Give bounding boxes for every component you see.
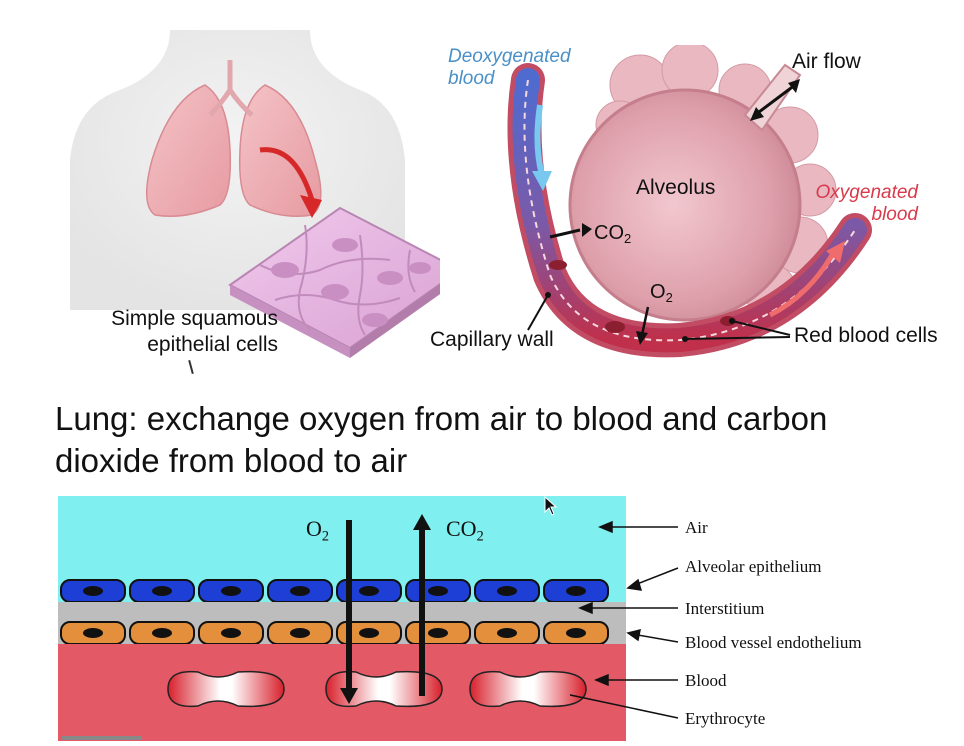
bottom-co2-subscript: 2 (476, 528, 484, 545)
label-blood-text: Blood (685, 671, 727, 690)
red-blood-cells-label: Red blood cells (794, 324, 938, 348)
epithelial-label-text: Simple squamous epithelial cells (111, 307, 278, 356)
label-endothelium-text: Blood vessel endothelium (685, 633, 862, 652)
endothelium-layer (60, 621, 609, 645)
capillary-wall-label: Capillary wall (430, 328, 554, 352)
mouse-cursor-icon (544, 496, 558, 516)
caption-body: Lung: exchange oxygen from air to blood … (55, 400, 828, 479)
label-air: Air (685, 518, 708, 538)
alveolus-illustration (507, 45, 872, 358)
o2-label: O2 (650, 281, 673, 305)
zoom-arrow (259, 147, 315, 201)
label-alveolar-epithelium-text: Alveolar epithelium (685, 557, 822, 576)
rbc-text: Red blood cells (794, 324, 938, 347)
erythrocytes (167, 670, 587, 708)
o2-text: O (650, 281, 666, 303)
epithelial-tile (228, 206, 440, 358)
cropped-heading-glyphs (160, 0, 630, 12)
oxygenated-label: Oxygenated blood (800, 182, 918, 226)
co2-label: CO2 (594, 222, 631, 246)
lungs-illustration (70, 30, 440, 358)
o2-subscript: 2 (665, 289, 673, 305)
label-air-text: Air (685, 518, 708, 537)
capillary-wall-text: Capillary wall (430, 328, 554, 351)
interstitium-layer (58, 602, 626, 622)
bottom-co2-text: CO (446, 516, 477, 541)
alveolus-text: Alveolus (636, 176, 716, 199)
label-erythrocyte: Erythrocyte (685, 709, 765, 729)
cropped-heading (160, 0, 630, 12)
airflow-arrow (750, 79, 800, 121)
label-interstitium: Interstitium (685, 599, 764, 619)
oxygenated-text: Oxygenated blood (815, 182, 918, 225)
left-lung (146, 84, 232, 217)
airflow-text: Air flow (792, 50, 861, 73)
airflow-label: Air flow (792, 50, 861, 74)
deoxygenated-label: Deoxygenated blood (448, 46, 588, 90)
caption-text: Lung: exchange oxygen from air to blood … (55, 398, 935, 482)
label-interstitium-text: Interstitium (685, 599, 765, 618)
layer-leader-lines (570, 520, 679, 719)
label-alveolar-epithelium: Alveolar epithelium (685, 557, 821, 577)
alveolus-sac (568, 88, 802, 322)
alveolus-label: Alveolus (636, 176, 715, 200)
label-blood-vessel-endothelium: Blood vessel endothelium (685, 633, 862, 653)
deoxygenated-text: Deoxygenated blood (448, 46, 571, 89)
bottom-o2-label: O2 (306, 516, 329, 545)
co2-subscript: 2 (624, 230, 632, 246)
label-erythrocyte-text: Erythrocyte (685, 709, 766, 728)
air-layer (58, 496, 626, 580)
gas-exchange-diagram (58, 496, 626, 741)
bottom-o2-text: O (306, 516, 322, 541)
bottom-co2-label: CO2 (446, 516, 484, 545)
co2-text: CO (594, 222, 624, 244)
epithelial-cells-label: Simple squamous epithelial cells (88, 306, 288, 358)
bottom-o2-subscript: 2 (321, 528, 330, 545)
label-blood: Blood (685, 671, 727, 691)
